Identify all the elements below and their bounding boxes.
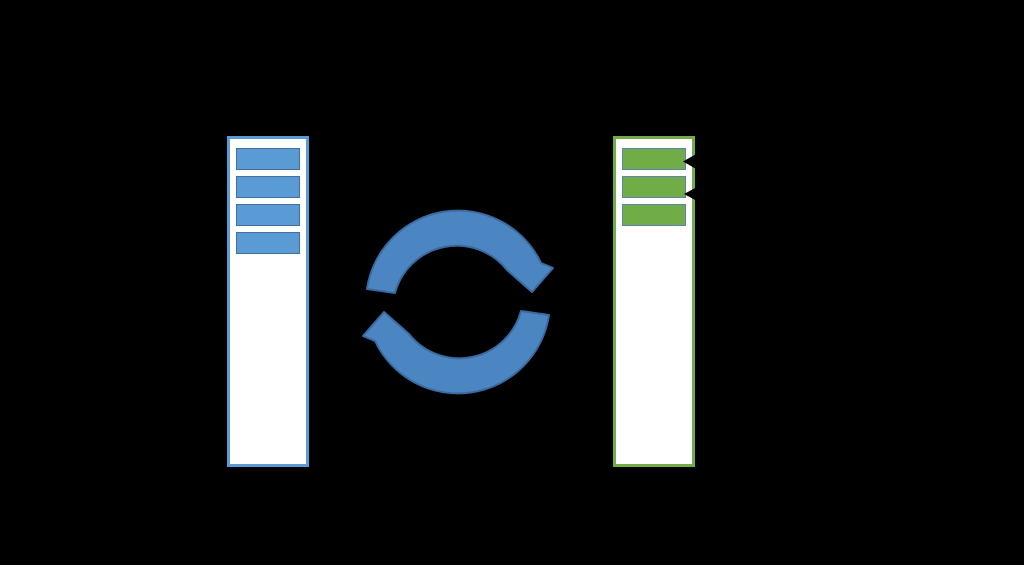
stack-item	[236, 176, 300, 198]
stack-item	[236, 232, 300, 254]
stack-item	[622, 176, 686, 198]
destination-stack-items	[616, 139, 692, 226]
sync-arrow-bottom	[362, 310, 550, 395]
sync-icon	[362, 209, 554, 395]
stack-item	[622, 204, 686, 226]
source-stack	[227, 136, 309, 467]
source-stack-items	[230, 139, 306, 254]
destination-stack	[613, 136, 695, 467]
sync-arrow-top	[366, 209, 554, 294]
stack-item	[622, 148, 686, 170]
stack-item	[236, 204, 300, 226]
stack-item	[236, 148, 300, 170]
